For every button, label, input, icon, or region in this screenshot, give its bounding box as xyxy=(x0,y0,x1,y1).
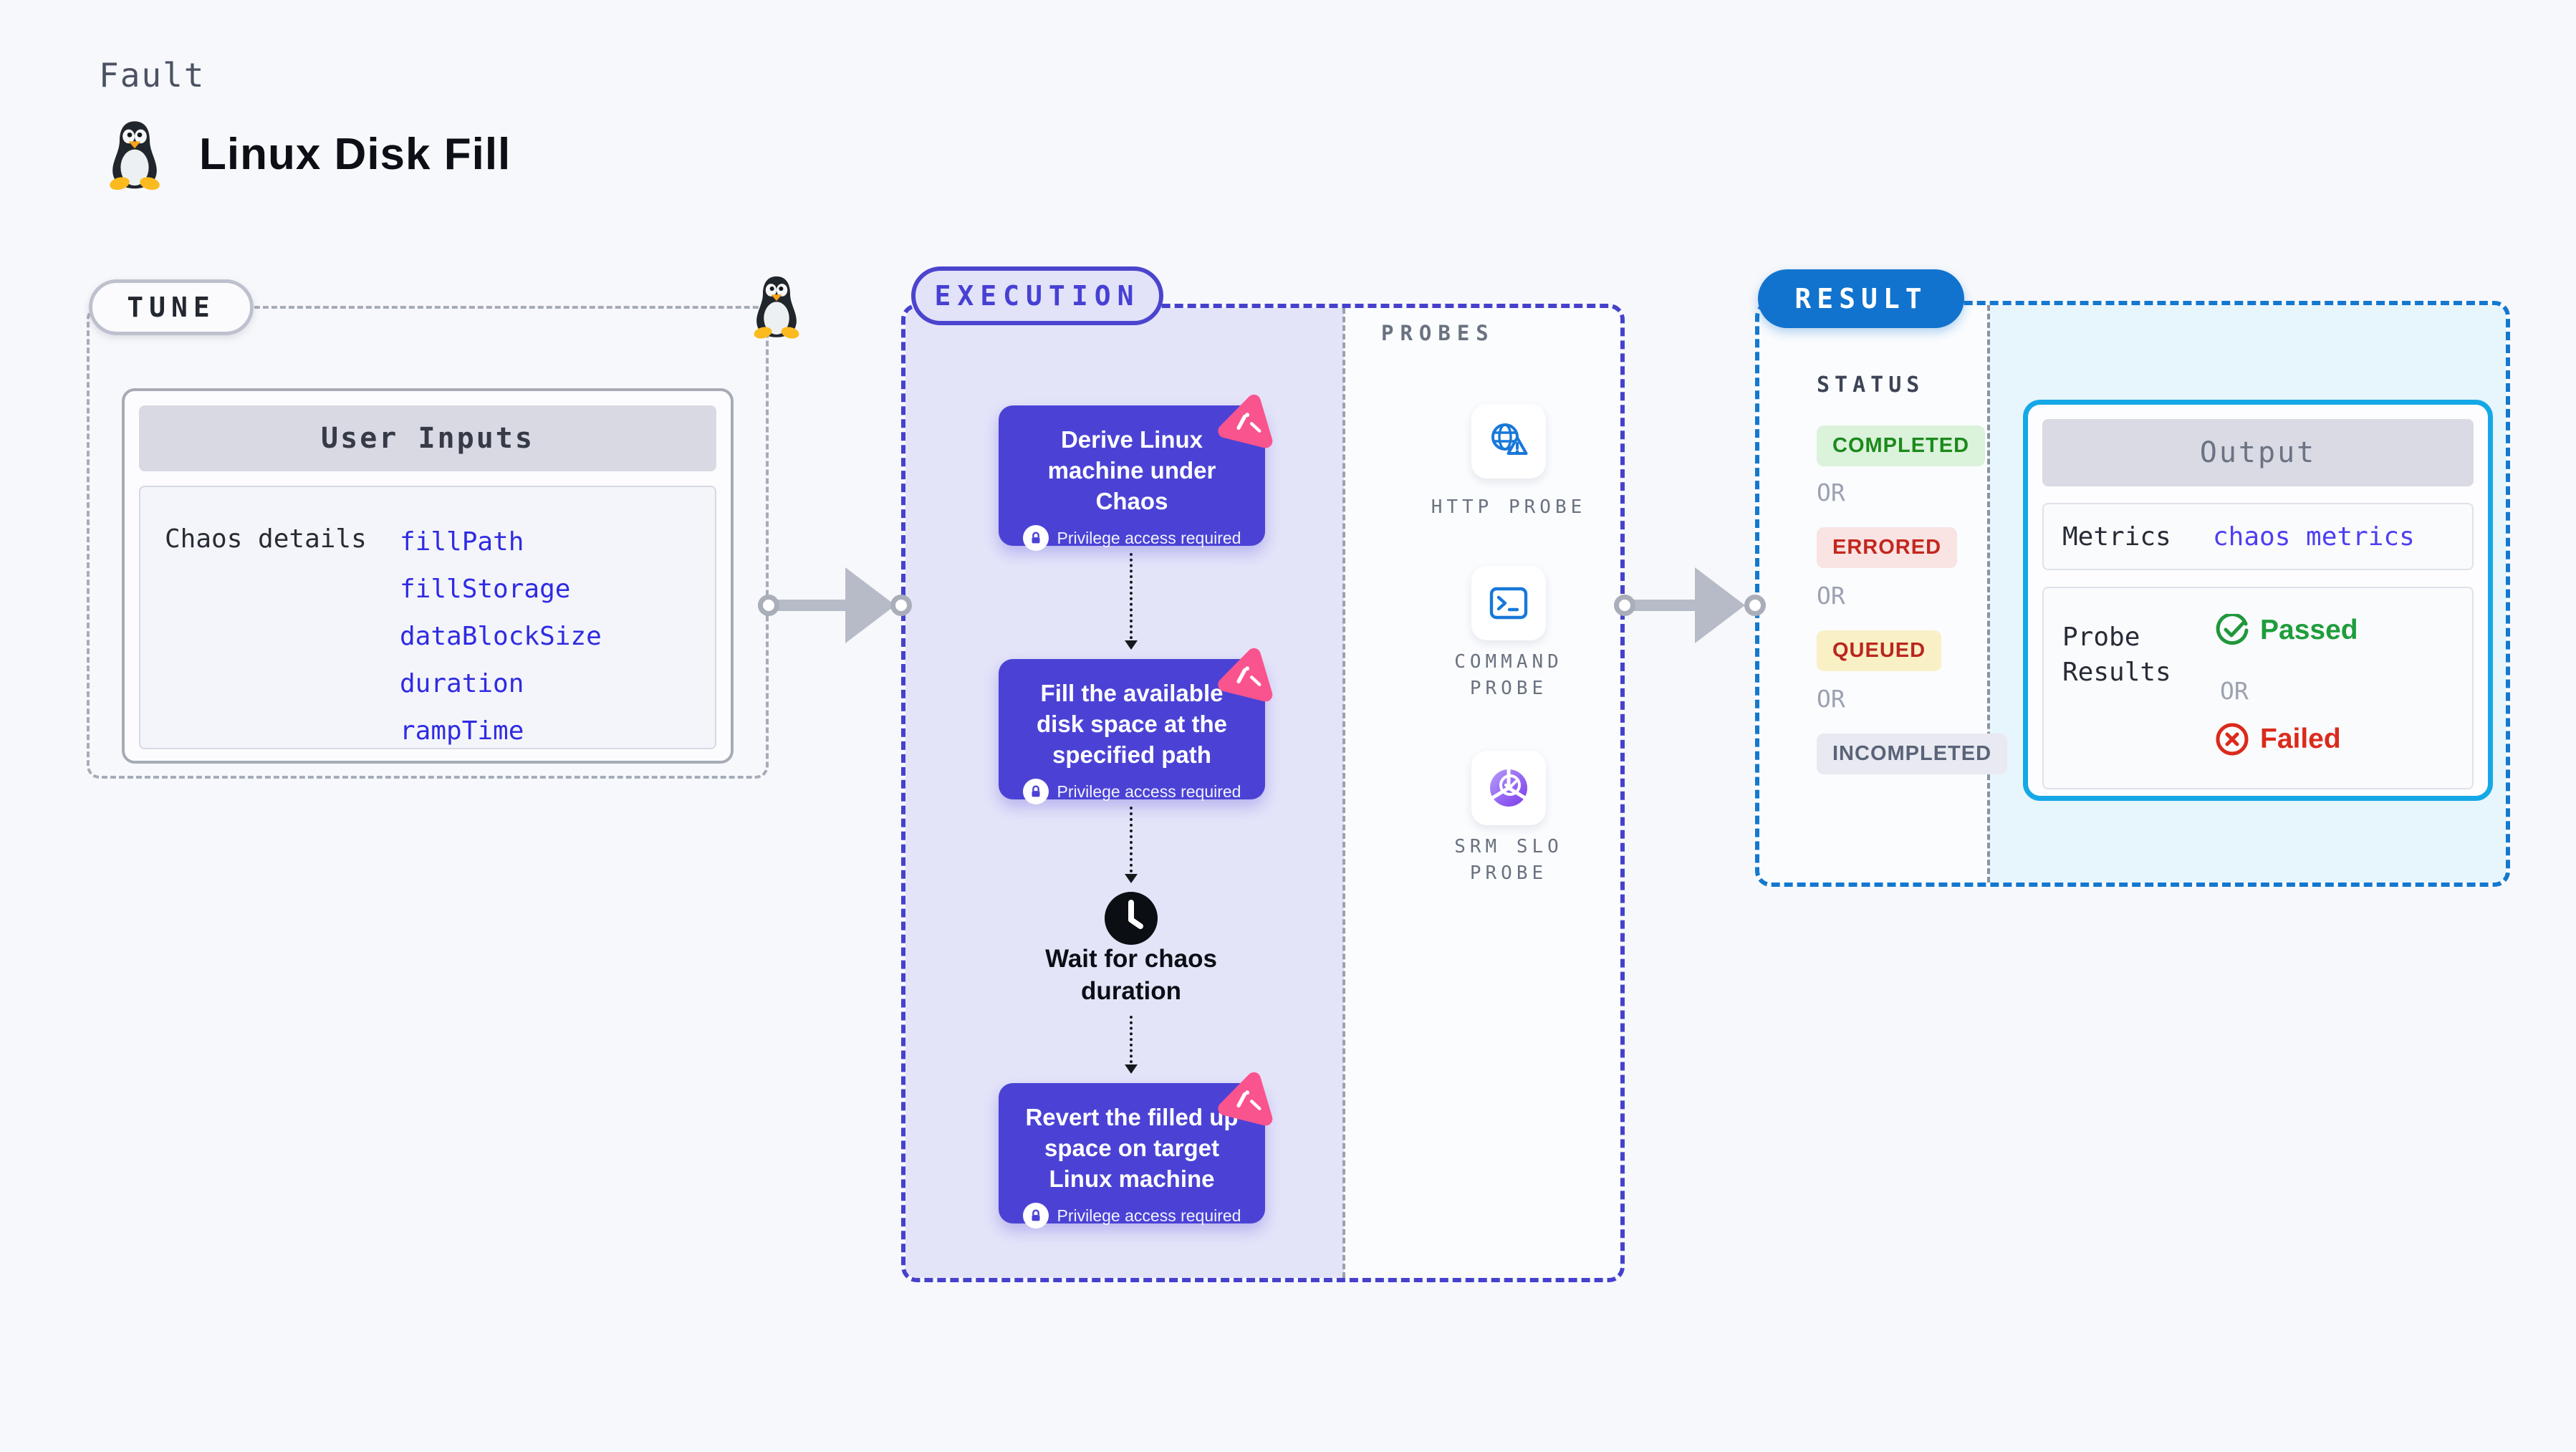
step-connector-arrow xyxy=(1125,553,1138,650)
probe-label: SRM SLO PROBE xyxy=(1454,836,1563,884)
chaos-step-card: Fill the available disk space at the spe… xyxy=(999,648,1273,804)
or-label: OR xyxy=(2220,677,2249,705)
chaos-step-card: Revert the filled up space on target Lin… xyxy=(999,1072,1273,1229)
chaos-badge-icon xyxy=(1218,1072,1273,1126)
flow-arrowhead xyxy=(1695,567,1745,643)
flow-arrow xyxy=(1634,600,1698,611)
step-title-line: Revert the filled up xyxy=(1025,1104,1239,1130)
probes-heading: PROBES xyxy=(1381,321,1495,345)
user-inputs-card: User Inputs Chaos details fillPath fillS… xyxy=(122,388,734,764)
chaos-param: fillStorage xyxy=(400,574,571,604)
probe-label: HTTP PROBE xyxy=(1431,496,1587,518)
flow-arrowhead xyxy=(845,567,895,643)
chaos-param: dataBlockSize xyxy=(400,622,602,651)
step-title-line: space on target xyxy=(1044,1135,1219,1161)
probe-results-row: Probe Results Passed OR Failed xyxy=(2042,587,2474,789)
lock-icon xyxy=(1022,779,1049,804)
page-title: Linux Disk Fill xyxy=(199,130,511,179)
chaos-badge-icon xyxy=(1218,394,1273,448)
step-title-line: Fill the available xyxy=(1040,680,1224,706)
check-circle-icon xyxy=(2216,614,2249,645)
output-header: Output xyxy=(2042,419,2474,486)
step-connector-arrow xyxy=(1125,1016,1138,1074)
result-label-pill: RESULT xyxy=(1758,269,1964,328)
step-title-line: Derive Linux xyxy=(1060,426,1203,453)
lock-icon xyxy=(1022,1203,1049,1229)
chaos-param: rampTime xyxy=(400,716,524,746)
connector-dot xyxy=(890,595,912,616)
step-title-line: specified path xyxy=(1052,741,1211,768)
panel-divider xyxy=(1342,308,1345,1278)
privilege-note: Privilege access required xyxy=(1057,1206,1241,1225)
status-pill-errored: ERRORED xyxy=(1817,527,1958,568)
tune-section xyxy=(87,306,769,779)
probe-card-http[interactable] xyxy=(1471,404,1546,479)
globe-alert-icon xyxy=(1491,423,1528,455)
x-circle-icon xyxy=(2216,723,2249,756)
or-label: OR xyxy=(1817,685,1845,713)
metrics-row: Metrics chaos metrics xyxy=(2042,503,2474,570)
chaos-params-list: fillPath fillStorage dataBlockSize durat… xyxy=(400,519,602,755)
privilege-note: Privilege access required xyxy=(1057,528,1241,547)
step-connector-arrow xyxy=(1125,807,1138,883)
privilege-note: Privilege access required xyxy=(1057,782,1241,801)
status-heading: STATUS xyxy=(1817,372,1925,398)
result-divider xyxy=(1987,305,1990,883)
output-card: Output Metrics chaos metrics Probe Resul… xyxy=(2023,400,2493,801)
status-pill-queued: QUEUED xyxy=(1817,630,1942,671)
failed-label: Failed xyxy=(2260,723,2341,754)
status-pill-completed: COMPLETED xyxy=(1817,425,1986,466)
user-inputs-row-label: Chaos details xyxy=(165,524,367,554)
metrics-label: Metrics xyxy=(2062,521,2171,552)
user-inputs-body: Chaos details fillPath fillStorage dataB… xyxy=(139,486,716,749)
step-title-line: disk space at the xyxy=(1037,711,1227,737)
linux-tux-icon xyxy=(754,276,799,339)
probe-card-srm-slo[interactable] xyxy=(1471,751,1546,825)
or-label: OR xyxy=(1817,582,1845,610)
passed-label: Passed xyxy=(2260,615,2358,645)
probe-results-label: Probe Results xyxy=(2062,622,2171,687)
chaos-param: duration xyxy=(400,669,524,698)
chaos-metrics-link[interactable]: chaos metrics xyxy=(2213,521,2415,552)
tune-label-pill: TUNE xyxy=(89,279,254,335)
slo-gauge-icon xyxy=(1490,769,1527,807)
connector-dot xyxy=(1614,595,1635,616)
step-title-line: machine under xyxy=(1047,457,1216,484)
step-title-line: Linux machine xyxy=(1049,1165,1215,1192)
clock-icon xyxy=(1105,892,1158,945)
linux-tux-icon xyxy=(110,121,160,191)
execution-label-pill: EXECUTION xyxy=(911,266,1163,325)
connector-dot xyxy=(1744,595,1766,616)
wait-duration-label: Wait for chaos duration xyxy=(1045,945,1217,1005)
user-inputs-header: User Inputs xyxy=(139,405,716,471)
status-pill-incompleted: INCOMPLETED xyxy=(1817,734,2008,774)
flow-arrow xyxy=(778,600,847,611)
passed-verdict: Passed xyxy=(2216,614,2358,647)
chaos-badge-icon xyxy=(1218,648,1273,702)
probe-label: COMMAND PROBE xyxy=(1454,651,1563,699)
or-label: OR xyxy=(1817,479,1845,506)
step-title-line: Chaos xyxy=(1095,488,1168,514)
terminal-icon xyxy=(1489,587,1528,620)
connector-dot xyxy=(758,595,779,616)
failed-verdict: Failed xyxy=(2216,723,2341,756)
lock-icon xyxy=(1022,525,1049,551)
fault-kind-label: Fault xyxy=(99,56,206,95)
probe-card-command[interactable] xyxy=(1471,566,1546,640)
chaos-step-card: Derive Linux machine under Chaos Privile… xyxy=(999,394,1273,551)
chaos-param: fillPath xyxy=(400,527,524,557)
